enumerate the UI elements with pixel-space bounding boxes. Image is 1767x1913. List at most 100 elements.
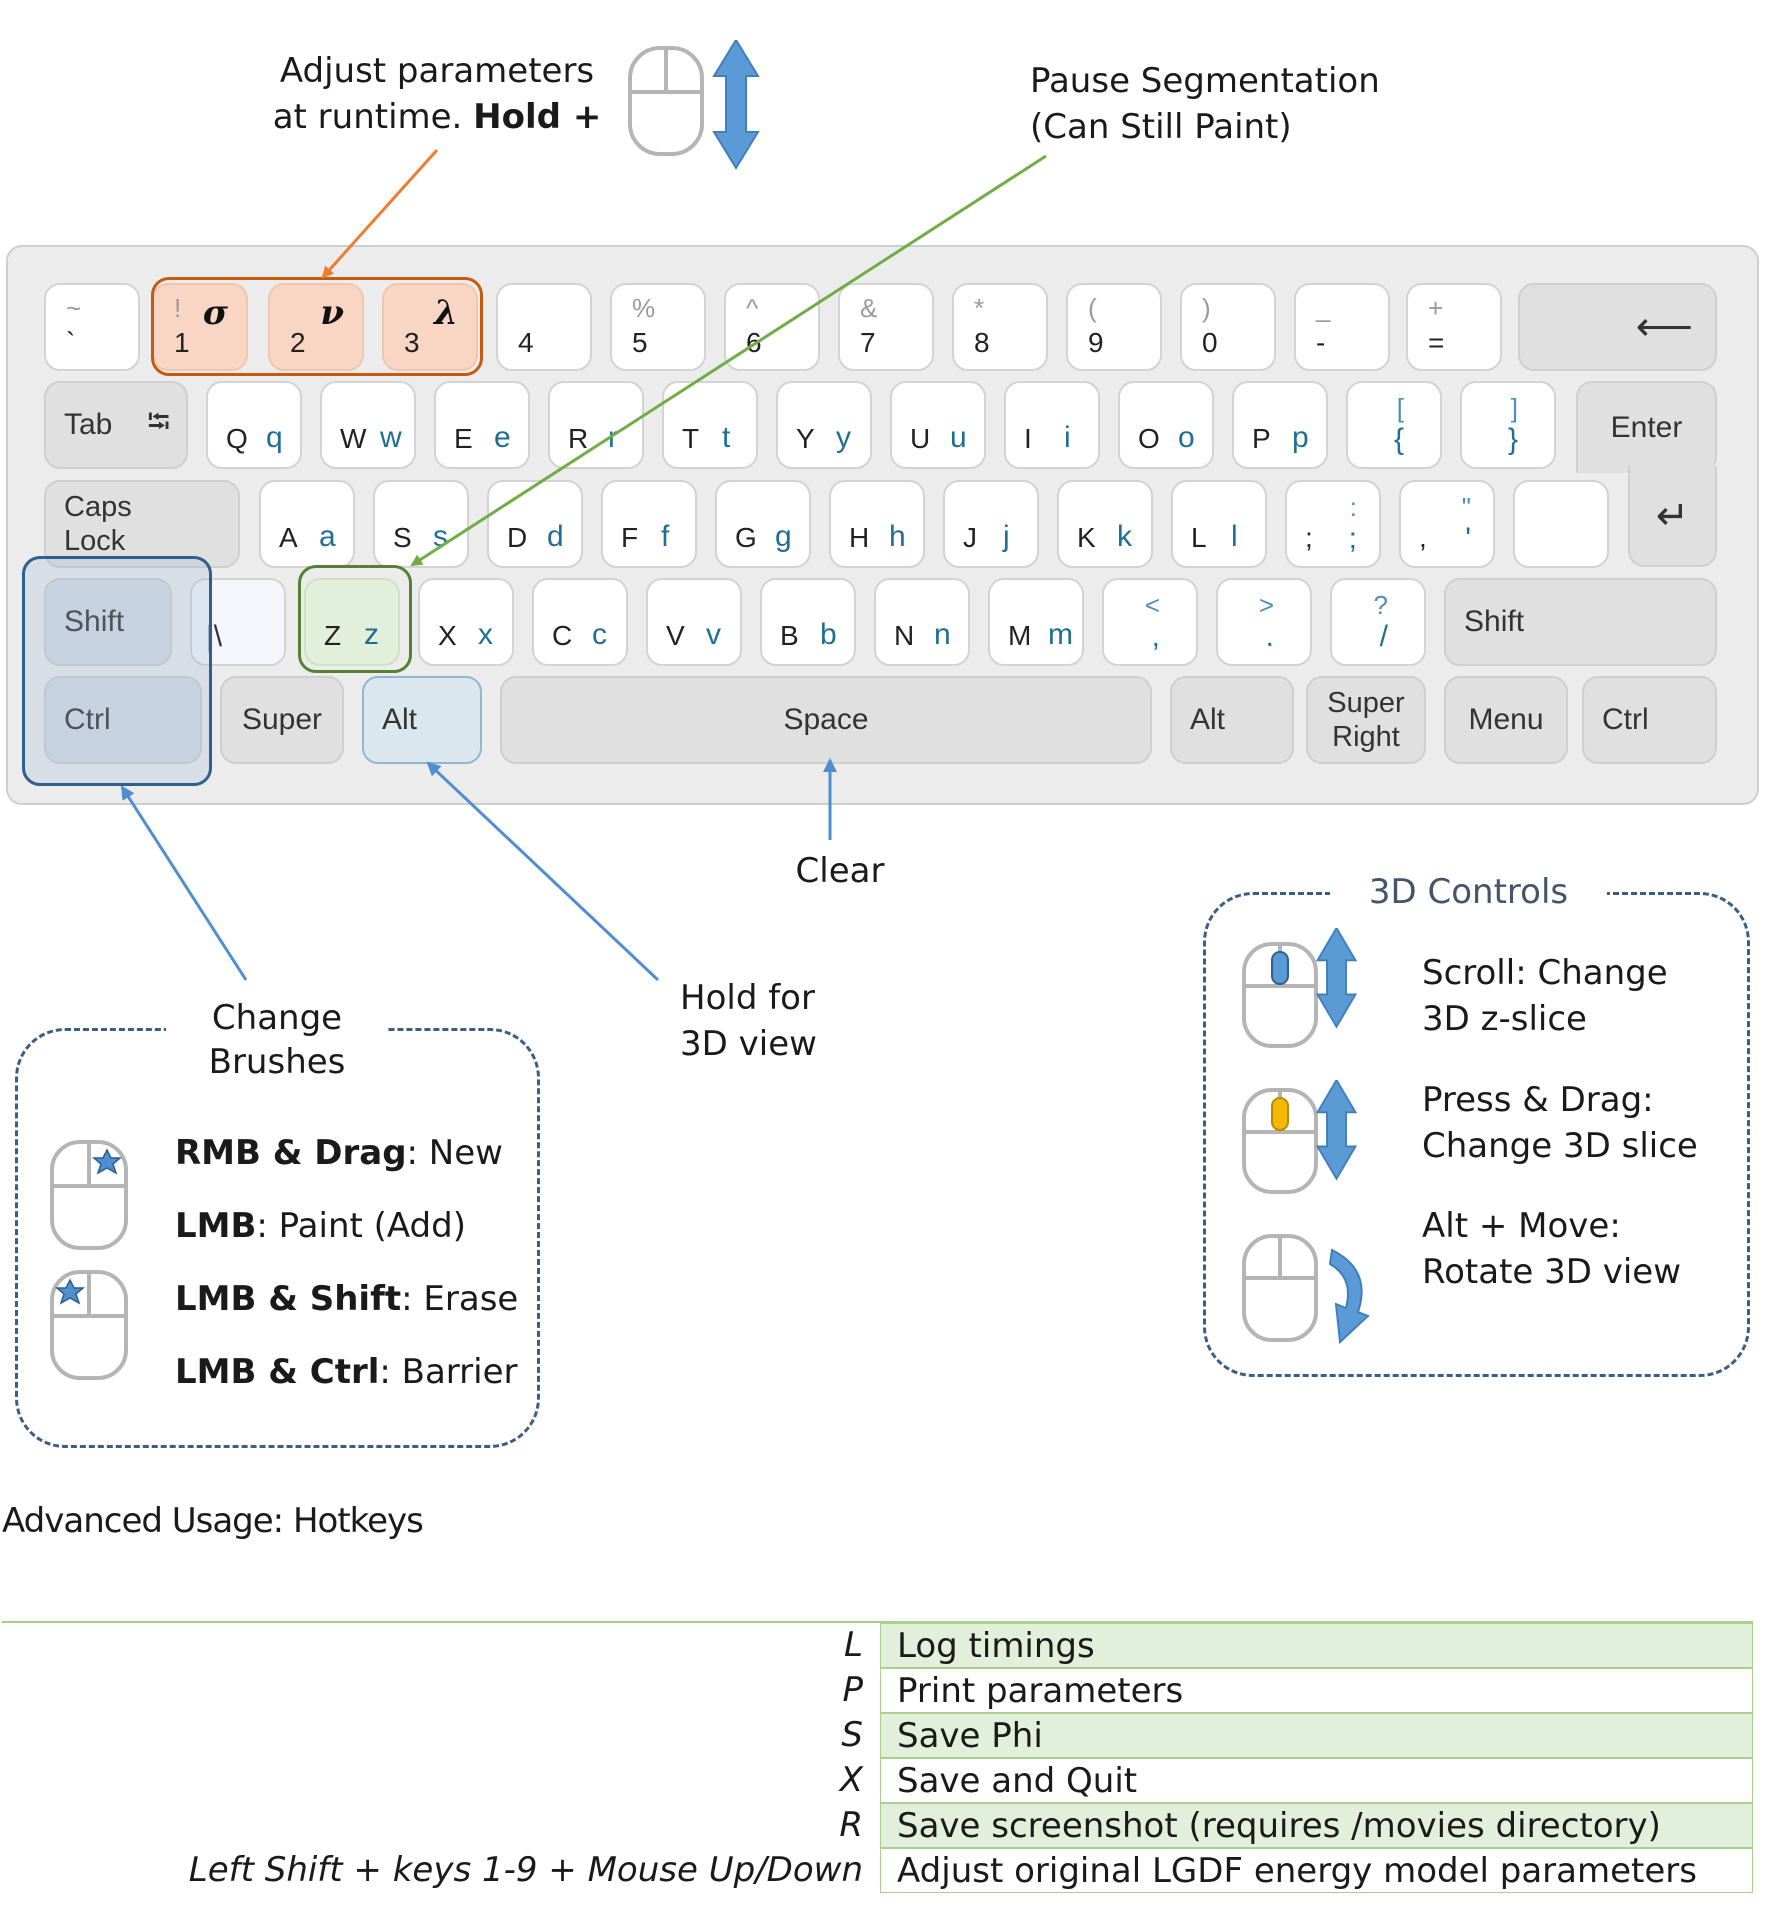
right-ctrl-key[interactable]: Ctrl [1582, 676, 1717, 764]
key-punct-left: , [1419, 522, 1427, 553]
key-lower: p [1292, 421, 1309, 454]
key-punct-1[interactable]: ;:; [1285, 480, 1381, 568]
super-key[interactable]: Super [220, 676, 344, 764]
key-row1-12[interactable]: _- [1294, 283, 1390, 371]
pause-segmentation-label: Pause Segmentation (Can Still Paint) [1030, 58, 1380, 150]
key-shift-char: & [860, 293, 878, 323]
3d-controls-title: 3D Controls [1330, 870, 1607, 914]
enter-key-lower[interactable]: ↵ [1628, 466, 1717, 567]
key-sym-top: [ [1396, 393, 1404, 423]
space-key[interactable]: Space [500, 676, 1152, 764]
key-shift-char: ~ [66, 293, 82, 323]
key-punct-row4-2[interactable]: >. [1216, 578, 1312, 666]
brush-item-new-key: RMB & Drag [175, 1133, 407, 1173]
key-row1-9[interactable]: *8 [952, 283, 1048, 371]
key-row1-7[interactable]: ^6 [724, 283, 820, 371]
key-upper: I [1024, 423, 1032, 454]
hold-3d-line2: 3D view [680, 1024, 817, 1064]
key-upper: G [735, 522, 757, 553]
key-lower: f [661, 520, 670, 553]
key-row1-1[interactable]: ~` [44, 283, 140, 371]
key-punct-row4-1[interactable]: <, [1102, 578, 1198, 666]
pause-segmentation-line1: Pause Segmentation [1030, 61, 1380, 101]
key-sym-bottom: , [1151, 620, 1160, 653]
left-ctrl-key[interactable]: Ctrl [44, 676, 202, 764]
backspace-key[interactable]: ⟵ [1518, 283, 1717, 371]
key-row1-8[interactable]: &7 [838, 283, 934, 371]
key-upper: R [568, 423, 589, 454]
menu-key[interactable]: Menu [1444, 676, 1568, 764]
key-upper: O [1138, 423, 1160, 454]
key-row1-13[interactable]: += [1406, 283, 1502, 371]
key-upper: J [963, 522, 977, 553]
enter-key[interactable]: Enter [1576, 381, 1717, 473]
key-upper: S [393, 522, 412, 553]
caps-lock-line2: Lock [64, 525, 126, 557]
key-blank[interactable] [1513, 480, 1609, 568]
key-sym-bottom: { [1393, 423, 1404, 456]
key-bracket-2[interactable]: ]} [1460, 381, 1556, 469]
enter-arrow-icon: ↵ [1655, 493, 1690, 538]
key-punct-2[interactable]: ,"' [1399, 480, 1495, 568]
tab-key[interactable]: Tab⭾ [44, 381, 188, 469]
key-row1-11[interactable]: )0 [1180, 283, 1276, 371]
hotkey-key: S [841, 1715, 863, 1755]
backspace-arrow-icon: ⟵ [1635, 305, 1693, 349]
left-shift-key[interactable]: Shift [44, 578, 172, 666]
key-row1-10[interactable]: (9 [1066, 283, 1162, 371]
key-lower: i [1064, 421, 1071, 454]
key-lower: a [319, 520, 336, 553]
key-punct-row4-3[interactable]: ?/ [1330, 578, 1426, 666]
right-alt-key[interactable]: Alt [1170, 676, 1294, 764]
backslash-key[interactable]: |\ [190, 578, 286, 666]
brush-item-paint: LMB: Paint (Add) [175, 1203, 466, 1249]
key-shift-char: % [632, 293, 656, 323]
mouse-middle-drag-icon [1240, 1078, 1360, 1206]
key-upper: X [438, 620, 457, 651]
params-keys-highlight [151, 277, 483, 376]
right-shift-key[interactable]: Shift [1444, 578, 1717, 666]
key-lower: x [478, 618, 493, 651]
key-row1-6[interactable]: %5 [610, 283, 706, 371]
key-upper: M [1008, 620, 1032, 651]
left-alt-key[interactable]: Alt [362, 676, 482, 764]
key-lower: s [433, 520, 448, 553]
key-upper: Q [226, 423, 248, 454]
key-row1-5[interactable]: 4 [496, 283, 592, 371]
key-upper: W [340, 423, 367, 454]
hotkey-key: R [839, 1805, 863, 1845]
key-lower: l [1231, 520, 1238, 553]
key-bracket-1[interactable]: [{ [1346, 381, 1442, 469]
